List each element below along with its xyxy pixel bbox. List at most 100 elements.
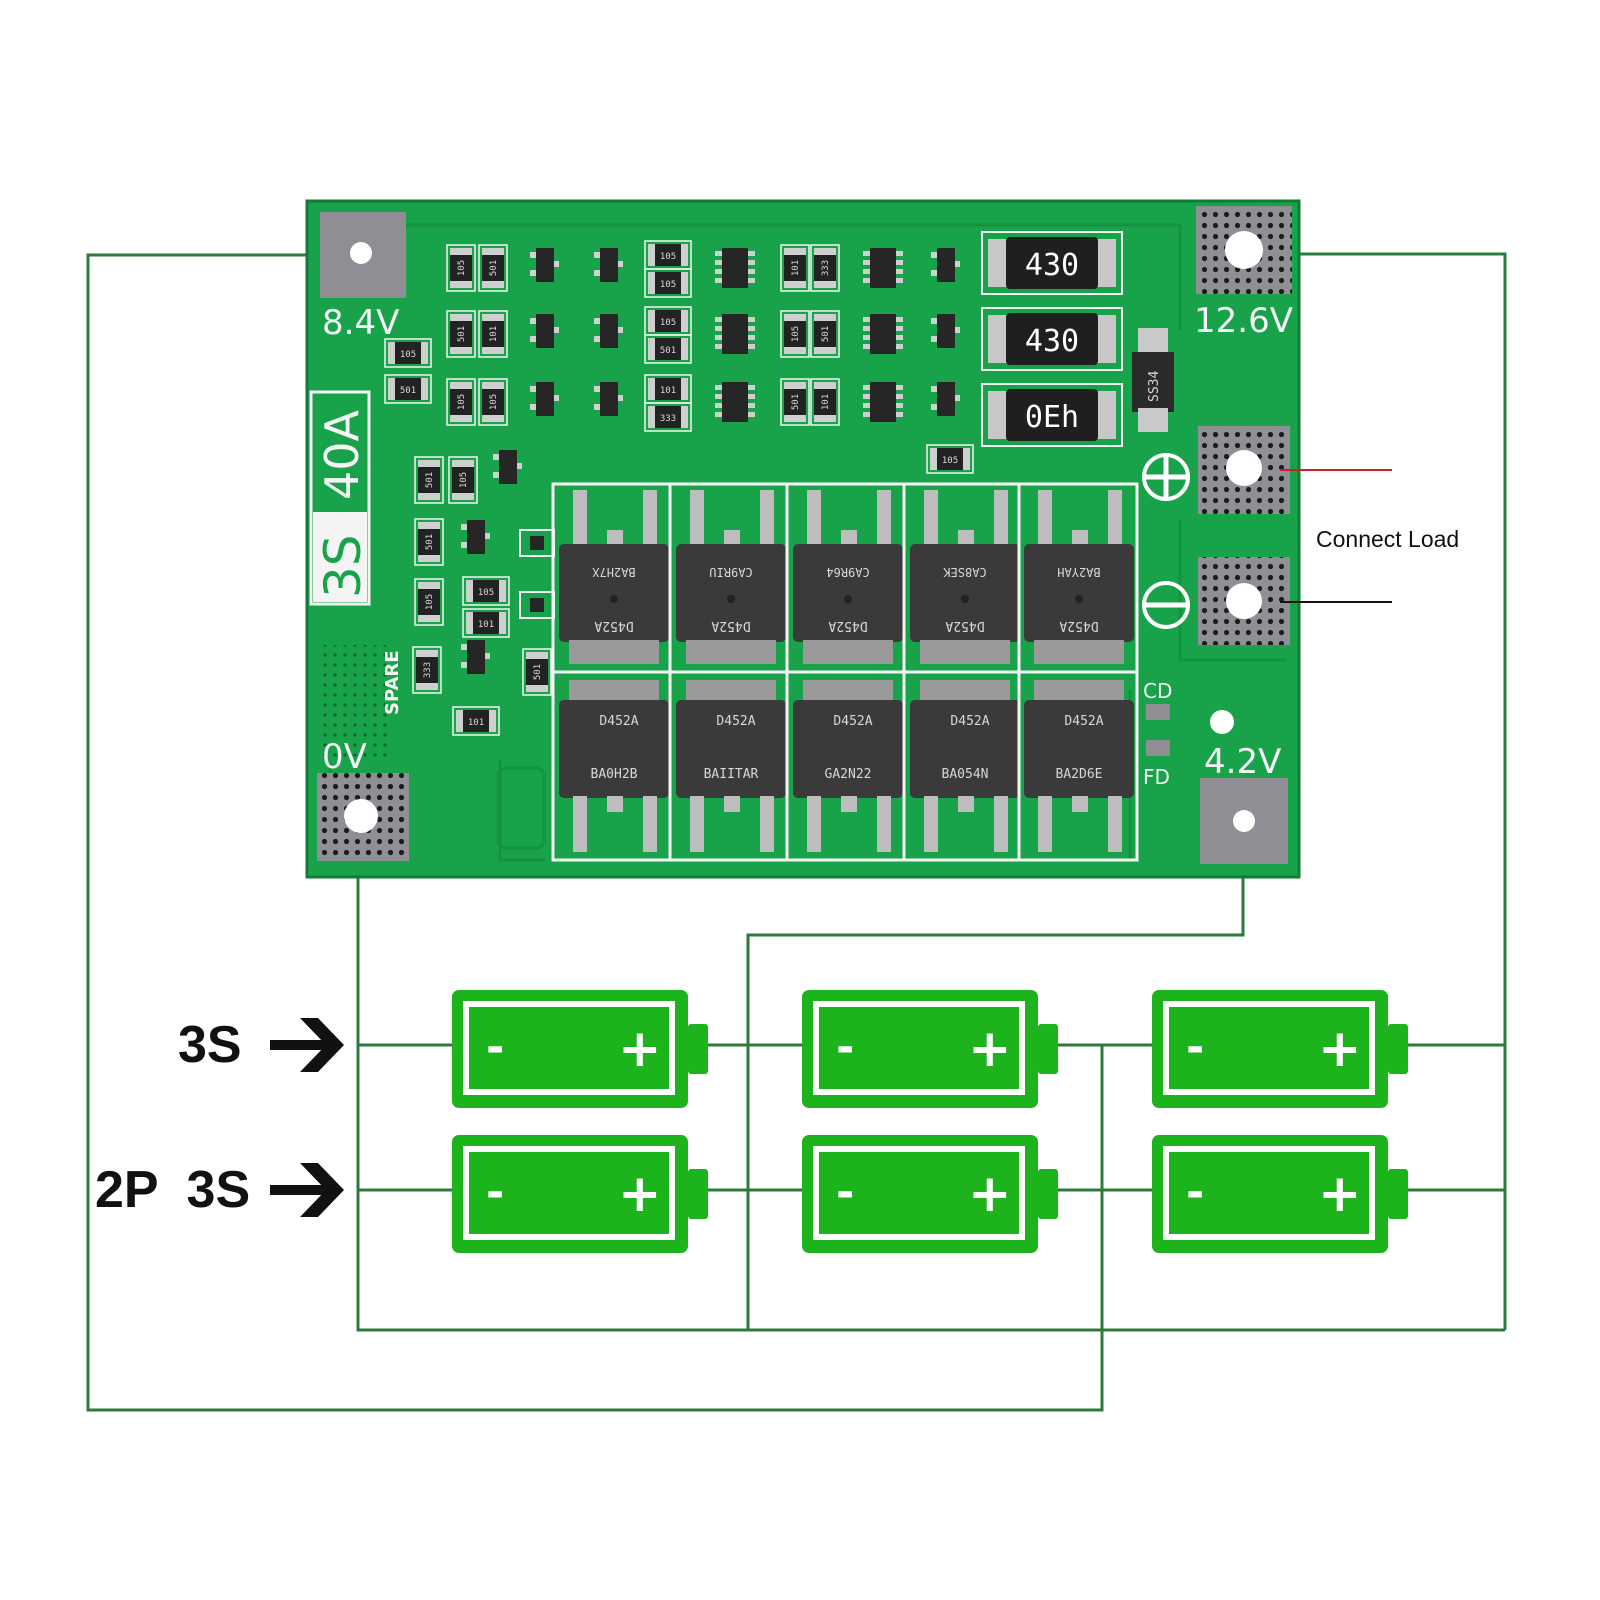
resistor-code: 105	[942, 456, 958, 466]
mosfet-code: BAIITAR	[704, 767, 759, 782]
battery-plus: +	[1318, 1164, 1362, 1224]
smd-resistor: 501	[810, 310, 840, 358]
mosfet-code: BA2D6E	[1056, 767, 1103, 782]
row-label-2p3s: 2P 3S	[95, 1161, 250, 1219]
smd-resistor: 501	[644, 334, 692, 364]
battery-plus: +	[618, 1019, 662, 1079]
resistor-code: 105	[457, 260, 467, 276]
shunt-resistor: 0Eh	[981, 383, 1123, 447]
shunt-resistor: 430	[981, 231, 1123, 295]
smd-resistor: 101	[462, 608, 510, 638]
board-title-box: 40A 3S	[309, 390, 372, 606]
shunt-resistor: 430	[981, 307, 1123, 371]
ic-chip	[715, 248, 755, 288]
pad-8v4	[320, 212, 406, 298]
resistor-code: 501	[425, 534, 435, 550]
ic-chip	[863, 314, 903, 354]
sot-transistor	[493, 450, 522, 484]
pad-load-negative	[1198, 557, 1290, 645]
board-title-current: 40A	[315, 409, 369, 500]
sot-transistor	[931, 382, 960, 416]
resistor-code: 501	[821, 326, 831, 342]
label-8v4: 8.4V	[322, 303, 399, 343]
mosfet-code: CA9R64	[826, 565, 869, 579]
diode-mark: SS34	[1147, 371, 1162, 402]
battery-cell: -+	[452, 990, 708, 1108]
resistor-code: 501	[489, 260, 499, 276]
smd-resistor: 105	[446, 378, 476, 426]
pad-0v	[317, 773, 409, 861]
shunt-label: 430	[1025, 324, 1079, 359]
mosfet: CA9RIU D452A	[676, 490, 786, 664]
resistor-code: 101	[489, 326, 499, 342]
arrow-row1	[270, 1018, 344, 1072]
mosfet-part: D452A	[1059, 618, 1098, 633]
resistor-code: 101	[791, 260, 801, 276]
label-spare: SPARE	[382, 650, 403, 715]
sot-transistor	[530, 248, 559, 282]
smd-resistor: 105	[644, 240, 692, 270]
smd-resistor: 105	[448, 456, 478, 504]
mosfet-code: CA9RIU	[709, 565, 752, 579]
load-symbol-negative	[1142, 581, 1190, 629]
smd-resistor: 501	[446, 310, 476, 358]
battery-minus: -	[1186, 1167, 1204, 1218]
wire-12v6	[1255, 252, 1507, 1330]
mosfet-part: D452A	[945, 618, 984, 633]
resistor-code: 105	[660, 252, 676, 262]
resistor-code: 101	[660, 386, 676, 396]
shunt-label: 0Eh	[1025, 400, 1079, 435]
smd-resistor: 501	[780, 378, 810, 426]
smd-resistor: 105	[478, 378, 508, 426]
label-4v2: 4.2V	[1204, 742, 1281, 782]
mosfet-code: CA8SEK	[943, 565, 987, 579]
mosfet-part: D452A	[711, 618, 750, 633]
battery-minus: -	[836, 1167, 854, 1218]
smd-resistor: 105	[446, 244, 476, 292]
wire-8v4	[86, 253, 1104, 1412]
mosfet-code: BA0H2B	[591, 767, 638, 782]
mosfet-code: BA2YAH	[1057, 565, 1100, 579]
mosfet: CA8SEK D452A	[910, 490, 1020, 664]
battery-minus: -	[486, 1167, 504, 1218]
mosfet: BA2H7X D452A	[559, 490, 669, 664]
sot-transistor	[530, 382, 559, 416]
mosfet-part: D452A	[594, 618, 633, 633]
resistor-code: 101	[821, 394, 831, 410]
pad-4v2	[1200, 778, 1288, 864]
resistor-code: 333	[821, 260, 831, 276]
battery-bank: -+-+-+-+-+-+	[452, 990, 1408, 1253]
pcb-board: 8.4V 12.6V 0V 4.2V CD FD 40A 3S SPARE 43…	[305, 199, 1301, 879]
smd-resistor: 101	[810, 378, 840, 426]
battery-plus: +	[1318, 1019, 1362, 1079]
battery-minus: -	[486, 1022, 504, 1073]
smd-resistor: 333	[644, 402, 692, 432]
resistor-code: 105	[660, 280, 676, 290]
smd-resistor: 333	[810, 244, 840, 292]
resistor-code: 101	[478, 620, 494, 630]
mosfet-part: D452A	[1064, 714, 1103, 729]
mosfet: BA2YAH D452A	[1024, 490, 1134, 664]
mosfet-code: BA2H7X	[592, 565, 636, 579]
arrow-row2	[270, 1163, 344, 1217]
load-symbol-positive	[1142, 453, 1190, 501]
resistor-code: 105	[457, 394, 467, 410]
resistor-code: 333	[423, 662, 433, 678]
label-12v6: 12.6V	[1194, 301, 1293, 341]
sot-transistor	[461, 520, 490, 554]
sot-transistor	[931, 314, 960, 348]
resistor-code: 105	[425, 594, 435, 610]
mosfet-code: GA2N22	[825, 767, 872, 782]
ic-chip	[863, 382, 903, 422]
board-title-series: 3S	[314, 534, 372, 598]
battery-cell: -+	[802, 990, 1058, 1108]
battery-cell: -+	[802, 1135, 1058, 1253]
smd-resistor: 105	[384, 338, 432, 368]
